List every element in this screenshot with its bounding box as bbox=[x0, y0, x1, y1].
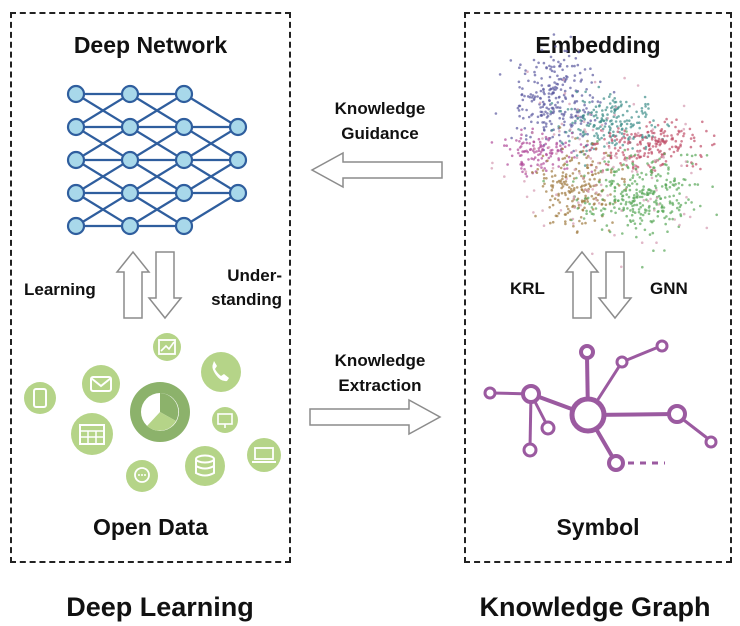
knowledge-guidance-arrow bbox=[310, 151, 443, 189]
knowledge-extraction-label: Knowledge Extraction bbox=[334, 351, 426, 395]
network-edge bbox=[75, 126, 131, 161]
network-node bbox=[66, 150, 86, 170]
network-edge bbox=[75, 93, 131, 128]
gnn-label: GNN bbox=[650, 279, 688, 298]
network-edge bbox=[183, 126, 239, 161]
network-edge bbox=[129, 159, 185, 194]
network-edge bbox=[183, 93, 239, 128]
network-edge bbox=[75, 159, 131, 194]
database-icon bbox=[185, 446, 225, 486]
krl-up-arrow bbox=[564, 250, 600, 319]
knowledge-graph-caption: Knowledge Graph bbox=[479, 592, 711, 622]
network-edge bbox=[183, 159, 239, 194]
laptop-icon bbox=[247, 438, 281, 472]
network-node bbox=[174, 183, 194, 203]
tablet-icon bbox=[24, 382, 56, 414]
chat-icon bbox=[126, 460, 158, 492]
krl-label: KRL bbox=[510, 279, 545, 298]
understanding-down-arrow bbox=[147, 251, 183, 320]
knowledge-graph-symbol-icon bbox=[483, 339, 718, 472]
pie-chart-icon bbox=[130, 382, 190, 442]
network-node bbox=[228, 117, 248, 137]
understanding-label: Under- standing bbox=[211, 266, 282, 309]
network-node bbox=[120, 84, 140, 104]
deep-network-title: Deep Network bbox=[73, 32, 228, 58]
network-node bbox=[174, 150, 194, 170]
network-node bbox=[228, 150, 248, 170]
network-node bbox=[120, 183, 140, 203]
learning-up-arrow bbox=[115, 250, 151, 319]
network-edge bbox=[129, 93, 185, 128]
knowledge-guidance-label: Knowledge Guidance bbox=[334, 99, 426, 143]
network-node bbox=[66, 216, 86, 236]
network-node bbox=[120, 117, 140, 137]
knowledge-graph-panel bbox=[464, 12, 732, 563]
network-edge bbox=[129, 126, 185, 161]
gnn-down-arrow bbox=[597, 251, 633, 320]
network-node bbox=[174, 216, 194, 236]
network-node bbox=[120, 150, 140, 170]
network-node bbox=[66, 84, 86, 104]
learning-label: Learning bbox=[24, 280, 96, 299]
open-data-label: Open Data bbox=[92, 514, 209, 540]
deep-learning-caption: Deep Learning bbox=[66, 592, 254, 622]
network-edge bbox=[183, 192, 239, 227]
open-data-icons bbox=[24, 333, 281, 492]
mail-icon bbox=[82, 365, 120, 403]
network-edge bbox=[129, 192, 185, 227]
embedding-scatter-icon bbox=[490, 33, 718, 269]
presentation-icon bbox=[212, 407, 238, 433]
network-node bbox=[120, 216, 140, 236]
chart-icon bbox=[153, 333, 181, 361]
phone-icon bbox=[201, 352, 241, 392]
network-node bbox=[174, 117, 194, 137]
network-edge bbox=[75, 192, 131, 227]
network-node bbox=[174, 84, 194, 104]
symbol-label: Symbol bbox=[556, 514, 640, 540]
network-node bbox=[228, 183, 248, 203]
embedding-title: Embedding bbox=[535, 32, 661, 58]
deep-learning-panel bbox=[10, 12, 291, 563]
network-node bbox=[66, 117, 86, 137]
neural-network-icon bbox=[66, 84, 248, 236]
network-node bbox=[66, 183, 86, 203]
calendar-icon bbox=[71, 413, 113, 455]
knowledge-extraction-arrow bbox=[309, 398, 442, 436]
